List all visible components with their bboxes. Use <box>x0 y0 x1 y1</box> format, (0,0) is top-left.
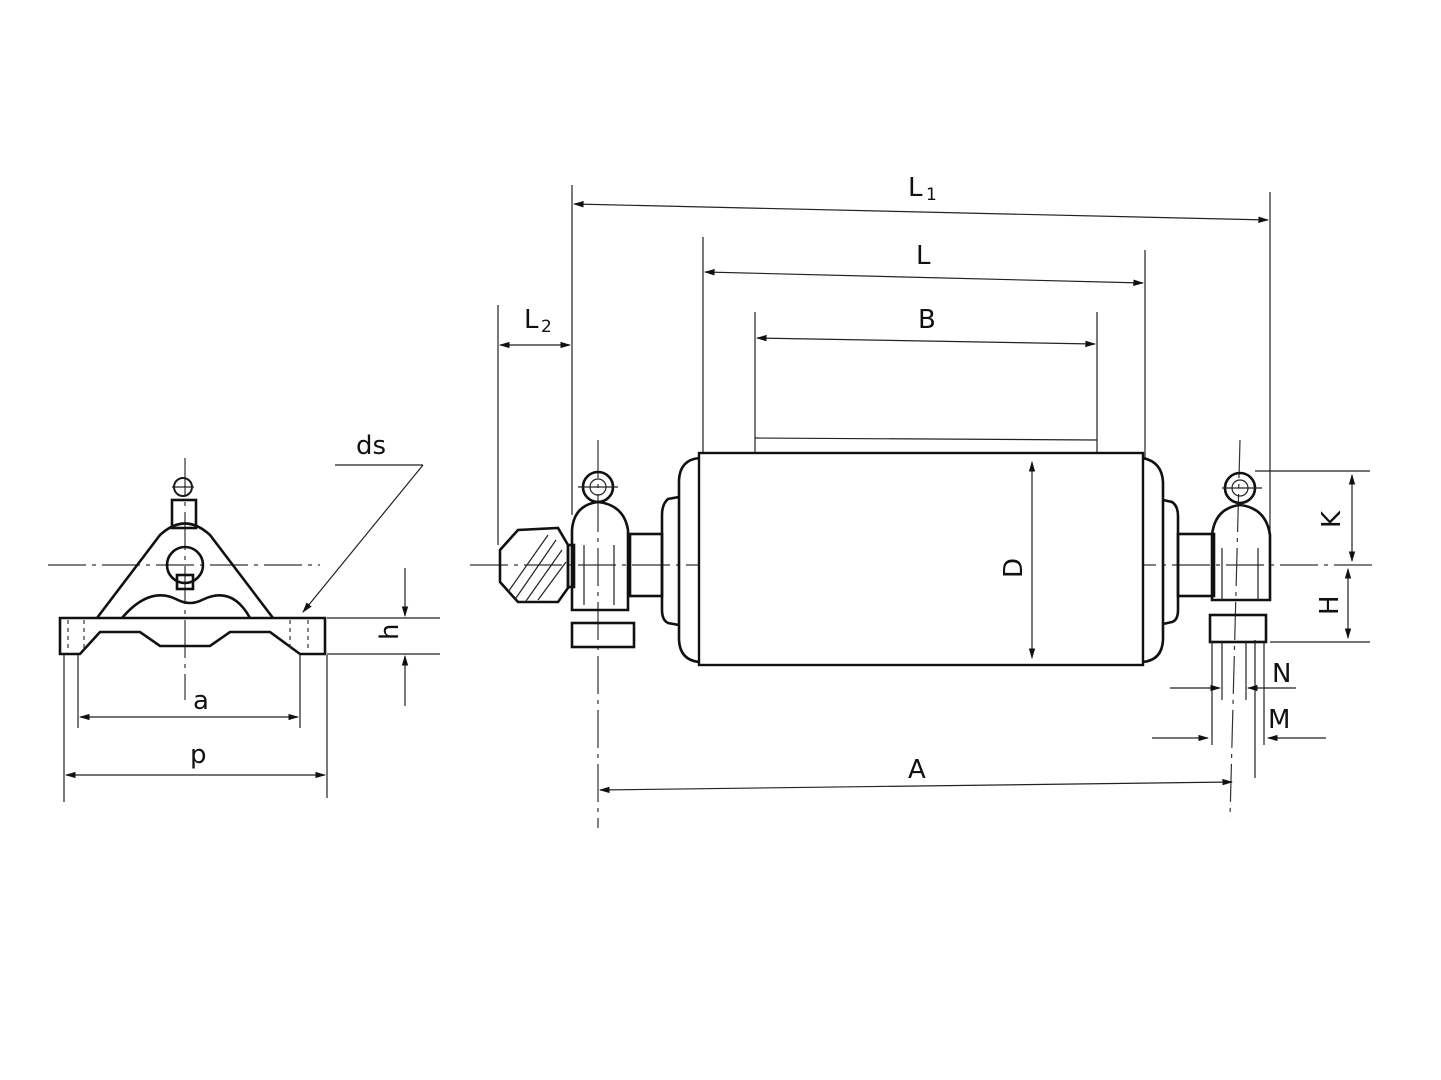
label-L1-subscript: 1 <box>926 185 937 205</box>
label-H: H <box>1315 595 1345 615</box>
dim-line-L1 <box>572 200 1270 224</box>
left-bracket <box>570 470 636 649</box>
right-bearing-housing <box>1162 498 1180 626</box>
right-bracket-foot <box>1208 613 1268 644</box>
label-L: L <box>916 241 931 271</box>
left-bracket-body <box>570 500 630 612</box>
label-K: K <box>1317 510 1347 528</box>
label-p: p <box>190 740 207 770</box>
left-end-nut <box>498 526 576 604</box>
bracket-triangle-inner <box>121 594 252 619</box>
label-ds: ds <box>356 431 386 461</box>
roller-side-view: L 1 L B L 2 D <box>470 173 1372 828</box>
label-M: M <box>1268 705 1290 735</box>
dim-line-B <box>755 334 1097 348</box>
dim-line-L <box>703 269 1145 286</box>
bracket-triangle-outer <box>95 522 275 619</box>
label-L2: L <box>524 305 539 335</box>
bracket-base-plate <box>58 616 327 656</box>
left-shaft <box>628 532 664 598</box>
drum-right-cap <box>1142 456 1165 664</box>
right-bracket <box>1208 471 1272 745</box>
label-L2-subscript: 2 <box>541 317 552 337</box>
left-bearing-housing <box>660 495 680 627</box>
bracket-end-view: a p h ds <box>48 431 440 802</box>
dim-line-A <box>598 778 1234 794</box>
right-bracket-body <box>1210 503 1272 602</box>
label-N: N <box>1272 659 1291 689</box>
label-L1: L <box>908 173 923 203</box>
label-B: B <box>918 305 936 335</box>
right-shaft <box>1176 532 1216 598</box>
roller-drum <box>697 451 1145 667</box>
label-A: A <box>908 755 926 785</box>
bracket-stem <box>170 498 198 530</box>
left-bracket-foot <box>570 621 636 649</box>
label-a: a <box>193 686 209 716</box>
label-D: D <box>999 558 1029 578</box>
drum-left-cap <box>677 456 700 664</box>
label-h: h <box>375 624 405 640</box>
shaft-hole <box>165 545 205 585</box>
right-bracket-centerline <box>1229 439 1241 819</box>
ds-leader-line <box>302 464 424 613</box>
